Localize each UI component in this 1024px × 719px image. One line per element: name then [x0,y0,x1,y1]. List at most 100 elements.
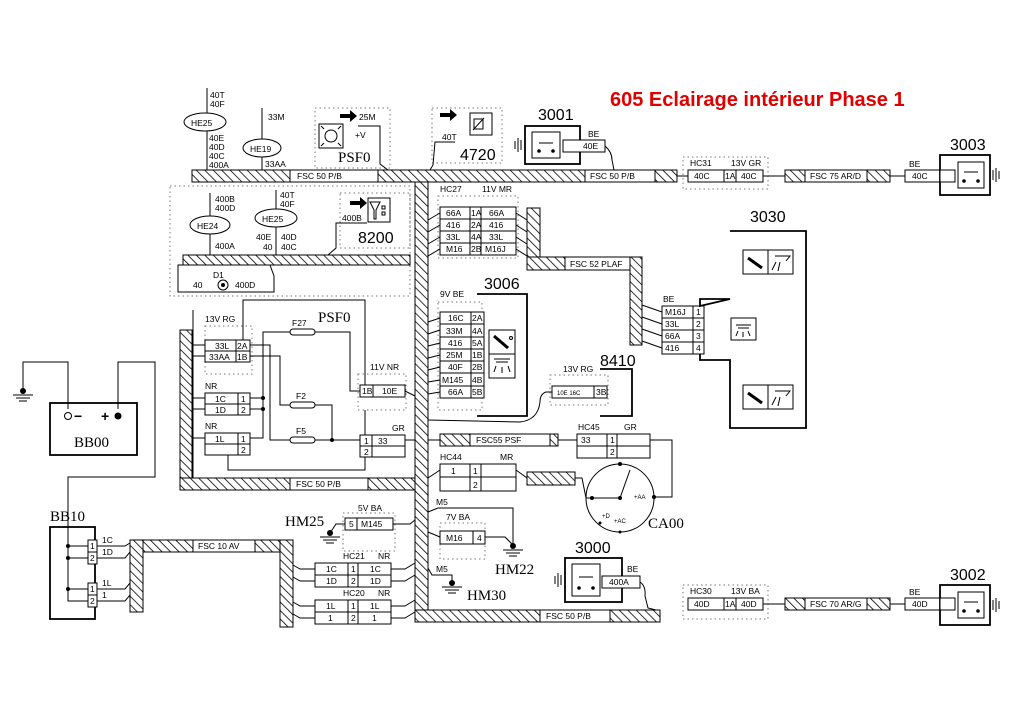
connector-color: BE [909,159,921,169]
wire-label: 33AA [209,352,230,362]
pin-label: 2 [241,445,246,455]
connector-color: BE [588,129,600,139]
wire-label: 40D [912,599,928,609]
connector-spec: 11V MR [482,184,512,194]
pin-label: 1A [725,599,736,609]
connector-label: HC44 [440,452,462,462]
speaker-icon [992,598,1000,612]
pin-label: 2B [472,362,483,372]
component-label: 8410 [600,353,636,370]
component-label: CA00 [648,516,684,532]
pin-label: 2 [364,447,369,457]
wire-label: 400B [215,194,235,204]
lamp-icon [957,161,985,189]
harness-label: FSC 50 P/B [297,171,342,181]
pin-label: 1 [351,601,356,611]
wire-label: 1L [102,578,112,588]
harness-ard: FSC 75 AR/D [784,169,905,183]
lamp-icon [531,131,561,159]
harness-label: FSC 52 PLAF [570,259,622,269]
fuse-label: F27 [292,318,307,328]
pin-label: 3 [696,331,701,341]
wire-label: M145 [442,375,464,385]
pin-label: 1B [237,352,248,362]
speaker-icon [554,573,562,587]
connector-label: HC20 [343,588,365,598]
splice-label: HE24 [197,221,219,231]
pin-label: +AC [614,519,627,525]
component-bb00-battery: − + BB00 [13,361,156,540]
wire-label: 16C [448,313,464,323]
harness-label: FSC 75 AR/D [810,171,861,181]
diode-d1 [217,279,229,291]
wire-label: 25M [359,112,376,122]
component-label: BB00 [74,435,109,451]
connector-hc30: HC30 13V BA 40D 1A 40D [682,584,785,620]
fuse-f2: F2 [289,391,316,409]
ground-icon [320,530,340,544]
minus-sign: − [74,408,82,424]
arrow-icon [350,197,367,209]
pin-label: 2 [90,596,95,606]
pin-label: 1A [725,171,736,181]
component-label: PSF0 [318,310,351,326]
wire-label: 40E [256,232,271,242]
wire-label: M16J [665,307,686,317]
component-ca00: +AA +D +AC CA00 [585,462,684,534]
pin-label: 1 [90,541,95,551]
fuse-label: F5 [296,426,306,436]
pin-label: 1 [364,436,369,446]
wire-label: 1 [328,613,333,623]
map-light-icon [367,197,391,223]
pin-label: 2 [696,319,701,329]
wire-label: 10E 16C [557,391,581,397]
connector-spec: 13V BA [731,586,760,596]
ground-label: HM22 [495,562,534,578]
pin-label: 2 [351,576,356,586]
wire-label: 1D [370,576,381,586]
ground-hm22: M5 7V BA M16 4 HM22 [427,497,534,578]
connector-label: HC31 [690,158,712,168]
pin-label: +D [602,514,611,520]
wire-label: 33 [378,436,388,446]
wire-label: 10E [382,386,397,396]
harness-label: FSC 70 AR/G [810,599,862,609]
pin-label: 5B [472,387,483,397]
component-label: 3006 [484,276,520,293]
wire-label: 1D [215,405,226,415]
speaker-icon [514,138,522,152]
fuse-f5: F5 [289,426,316,444]
wire-label: 1D [326,576,337,586]
pin-label: 5 [349,519,354,529]
ground-icon [503,543,523,557]
component-label: PSF0 [338,150,371,166]
connector-spec: 11V NR [370,362,399,372]
wire-label: 40T [280,190,295,200]
connector-spec: 13V GR [731,158,761,168]
component-label: 3001 [538,107,574,124]
wire-label: 1C [326,564,337,574]
plus-sign: + [101,408,109,424]
connector-color: MR [500,452,513,462]
wire-label: 400A [215,241,235,251]
connector-spec: 5V BA [358,503,382,513]
component-label: 4720 [460,147,496,164]
voltage-label: +V [355,130,366,140]
pin-label: 1 [696,307,701,317]
component-3001: 3001 BE 40E [514,107,615,171]
ground-icon [13,388,33,402]
wire-label: 66A [446,208,461,218]
wire-label: 40C [694,171,710,181]
pin-label: 2 [351,613,356,623]
ground-hm30: M5 HM30 [427,564,506,604]
wire-label: 1L [326,601,336,611]
wire-label: 40C [209,151,225,161]
wire-label: 40F [448,362,463,372]
pin-label: 2A [237,341,248,351]
wire-label: 25M [446,350,463,360]
wire-label: 400D [235,280,255,290]
connector-spec: 13V RG [205,314,235,324]
wire-label: 416 [446,220,460,230]
